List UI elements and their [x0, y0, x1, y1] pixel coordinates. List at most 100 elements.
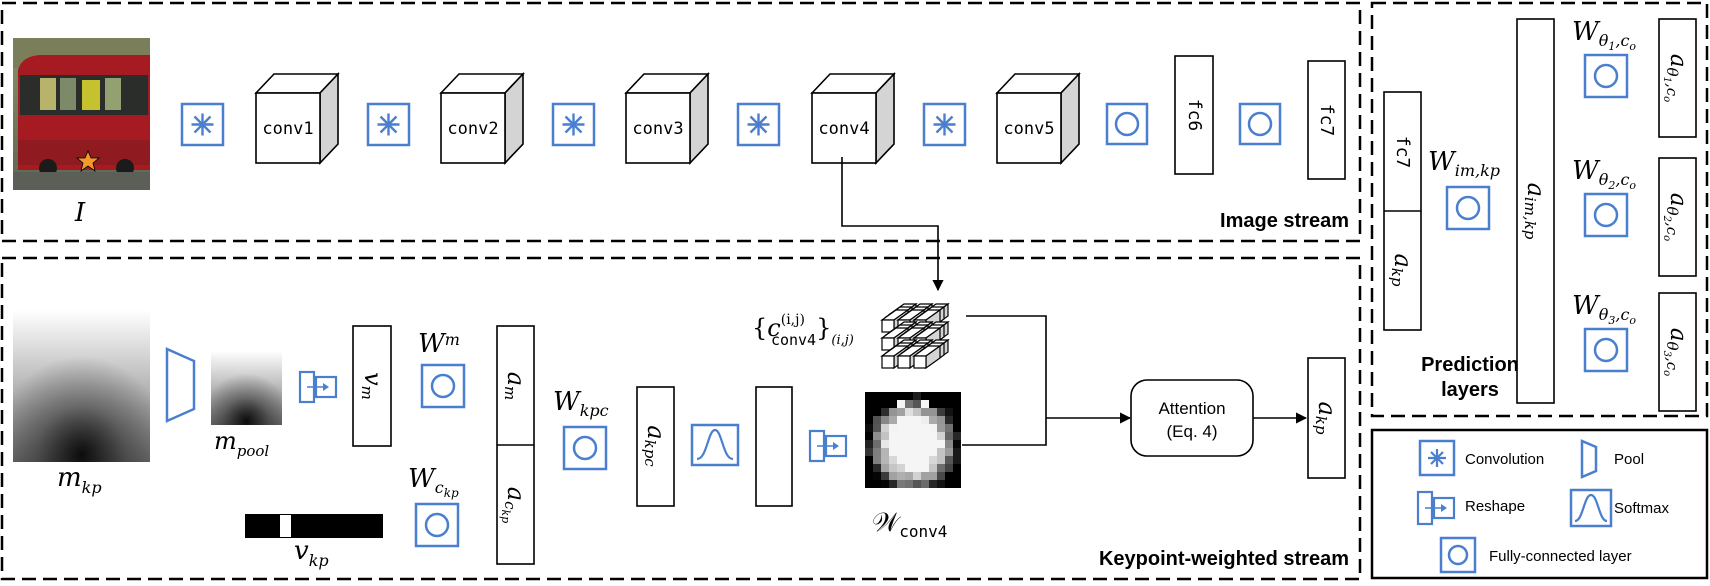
- legend-softmax-label: Softmax: [1614, 500, 1670, 517]
- legend-fc: Fully-connected layer: [1439, 536, 1632, 574]
- prediction-layers-title-1: Prediction: [1421, 354, 1519, 376]
- a-theta-label: aθ3,co: [1662, 328, 1692, 376]
- legend-reshape: Reshape: [1416, 490, 1525, 526]
- legend-reshape-label: Reshape: [1465, 498, 1525, 515]
- conv-label-5: conv5: [1003, 119, 1054, 139]
- reshape-icon: [1416, 490, 1456, 526]
- concat-fc7-akp: fc7 akp: [1383, 91, 1422, 331]
- weights-to-attention-line: [962, 418, 1047, 446]
- prediction-head-2: Wθ2,co aθ2,co: [1572, 156, 1697, 277]
- w-imkp-label: Wim,kp: [1428, 147, 1500, 180]
- keypoint-stream-panel: [0, 256, 1362, 581]
- pool-icon: [165, 347, 196, 423]
- input-image: [13, 38, 150, 190]
- w-m-label: Wm: [418, 329, 460, 359]
- legend-convolution: Convolution: [1418, 439, 1544, 477]
- convolution-icon: [180, 102, 225, 147]
- fc7-layer: fc7: [1307, 60, 1346, 180]
- output-vector-a-theta: aθ3,co: [1658, 292, 1697, 412]
- fc-icon: [1445, 185, 1491, 231]
- a-kp-label: akp: [1312, 401, 1342, 434]
- one-hot-vkp: [245, 514, 383, 538]
- feature-cell: [912, 344, 942, 370]
- keypoint-map-mkp: [13, 310, 150, 462]
- fc-icon: [414, 502, 460, 548]
- conv-block-1: conv1: [254, 71, 340, 166]
- conv4-feature-grid: [880, 302, 950, 370]
- fc-icon: [1583, 192, 1629, 238]
- concat-am-ackp: am ackp: [496, 325, 535, 565]
- legend-pool-label: Pool: [1614, 451, 1644, 468]
- fc-icon: [562, 425, 608, 471]
- fc-icon: [1439, 536, 1477, 574]
- conv-label-3: conv3: [632, 119, 683, 139]
- vector-akp: akp: [1307, 357, 1346, 479]
- legend-panel: [1370, 428, 1709, 580]
- m-pool-label: mpool: [214, 427, 269, 460]
- v-m-label: vm: [358, 372, 388, 400]
- legend-fc-label: Fully-connected layer: [1489, 548, 1632, 565]
- prediction-layers-panel: [1370, 1, 1709, 418]
- a-m-label: am: [501, 372, 531, 401]
- fc-icon: [420, 363, 466, 409]
- image-stream-title: Image stream: [1220, 210, 1349, 232]
- w-theta-label: Wθ1,co: [1572, 17, 1636, 53]
- conv-block-2: conv2: [439, 71, 525, 166]
- pooled-map-mpool: [211, 351, 282, 425]
- fc6-label: fc6: [1184, 99, 1205, 132]
- fc7-label: fc7: [1316, 104, 1337, 137]
- fc-icon: [1583, 53, 1629, 99]
- w-conv4-label: 𝒲conv4: [872, 508, 947, 541]
- vector-akpc: akpc: [636, 386, 675, 507]
- fc-icon: [1238, 102, 1282, 146]
- pred-a-kp-label: akp: [1388, 253, 1418, 286]
- softmax-icon: [1569, 488, 1613, 528]
- pred-fc7-label: fc7: [1392, 136, 1413, 169]
- convolution-icon: [366, 102, 411, 147]
- convolution-icon: [1418, 439, 1456, 477]
- conv-label-4: conv4: [818, 119, 869, 139]
- attention-label-line2: (Eq. 4): [1166, 422, 1217, 441]
- m-kp-label: mkp: [57, 463, 102, 497]
- conv-block-5: conv5: [995, 71, 1081, 166]
- vector-aimkp: aim,kp: [1516, 18, 1555, 404]
- fc-icon: [1583, 327, 1629, 373]
- pool-icon: [1580, 439, 1598, 479]
- softmax-icon: [690, 423, 740, 467]
- w-kpc-label: Wkpc: [553, 387, 609, 420]
- attention-block: Attention (Eq. 4): [1130, 379, 1254, 457]
- conv-block-3: conv3: [624, 71, 710, 166]
- a-theta-label: aθ2,co: [1662, 193, 1692, 241]
- input-image-label: I: [74, 198, 86, 228]
- conv-block-4: conv4: [810, 71, 896, 166]
- features-label: {c(i,j)conv4}(i,j): [752, 312, 854, 349]
- softmax-output-vector: [755, 386, 793, 507]
- a-theta-label: aθ1,co: [1662, 54, 1692, 102]
- w-ckp-label: Wckp: [408, 464, 459, 500]
- prediction-layers-title-2: layers: [1441, 379, 1499, 401]
- a-imkp-label: aim,kp: [1521, 183, 1551, 240]
- attention-weight-map: [865, 392, 961, 488]
- w-theta-label: Wθ2,co: [1572, 156, 1636, 192]
- conv4-to-features-arrow: [841, 157, 944, 292]
- convolution-icon: [736, 102, 781, 147]
- legend-pool: Pool: [1580, 439, 1644, 479]
- legend-softmax: Softmax: [1569, 488, 1670, 528]
- prediction-head-1: Wθ1,co aθ1,co: [1572, 17, 1697, 138]
- fc6-layer: fc6: [1174, 55, 1214, 175]
- a-ckp-label: ackp: [499, 487, 531, 523]
- w-theta-label: Wθ3,co: [1572, 291, 1636, 327]
- attention-label-line1: Attention: [1158, 399, 1225, 418]
- convolution-icon: [551, 102, 596, 147]
- v-kp-label: vkp: [294, 536, 329, 570]
- features-to-attention-line: [966, 315, 1047, 418]
- legend-convolution-label: Convolution: [1465, 451, 1544, 468]
- vector-vm: vm: [352, 325, 392, 447]
- fc-icon: [1105, 102, 1149, 146]
- prediction-head-3: Wθ3,co aθ3,co: [1572, 291, 1697, 412]
- conv-label-2: conv2: [447, 119, 498, 139]
- conv-label-1: conv1: [262, 119, 313, 139]
- output-vector-a-theta: aθ2,co: [1658, 157, 1697, 277]
- reshape-icon: [808, 429, 848, 463]
